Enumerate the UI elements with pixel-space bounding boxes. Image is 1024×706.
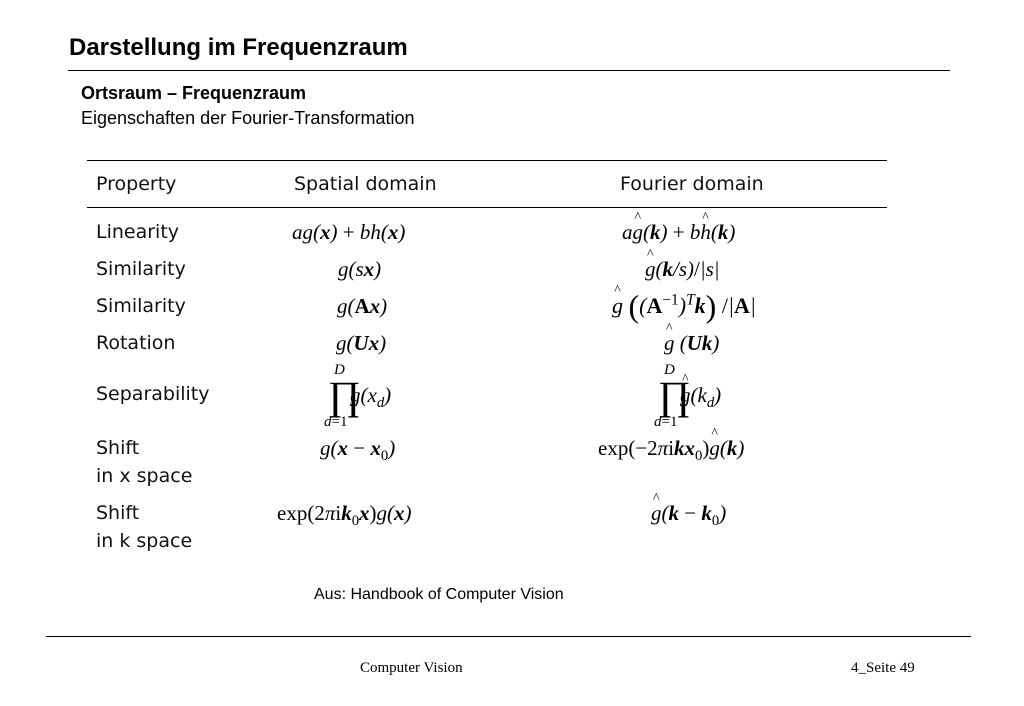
page-title: Darstellung im Frequenzraum xyxy=(69,34,408,61)
section-title: Ortsraum – Frequenzraum xyxy=(81,83,307,103)
footer-course-name: Computer Vision xyxy=(360,660,463,676)
row-shift-k-property: Shift xyxy=(96,502,140,524)
row-similarity-matrix-spatial: g(Ax) xyxy=(337,294,388,318)
row-similarity-matrix-fourier: g ((A−1)Tk) /|A| xyxy=(612,290,756,322)
row-linearity-spatial: ag(x) + bh(x) xyxy=(292,220,406,244)
row-similarity-fourier: g(k/s)/|s| xyxy=(645,259,720,280)
title-divider xyxy=(68,70,950,71)
row-shift-x-spatial: g(x − x0) xyxy=(320,436,396,465)
table-header-rule xyxy=(87,207,887,208)
row-shift-x-fourier: exp(−2πikx0)g(k) xyxy=(598,438,744,464)
row-shift-x-property-line2: in x space xyxy=(96,465,193,487)
row-shift-k-fourier: g(k − k0) xyxy=(651,503,726,529)
row-similarity-spatial: g(sx) xyxy=(338,257,382,281)
row-separability-property: Separability xyxy=(96,383,210,405)
table-top-rule xyxy=(87,160,887,161)
row-linearity-fourier: ag(k) + bh(k) xyxy=(622,222,735,243)
row-shift-x-property: Shift xyxy=(96,437,140,459)
row-rotation-property: Rotation xyxy=(96,332,176,354)
header-spatial-domain: Spatial domain xyxy=(294,173,437,195)
header-property: Property xyxy=(96,173,177,195)
row-linearity-property: Linearity xyxy=(96,221,180,243)
footer-page-number: 4_Seite 49 xyxy=(851,660,915,676)
source-caption: Aus: Handbook of Computer Vision xyxy=(314,586,564,603)
header-fourier-domain: Fourier domain xyxy=(620,173,764,195)
section-subtitle: Eigenschaften der Fourier-Transformation xyxy=(81,108,415,128)
row-similarity-property: Similarity xyxy=(96,258,186,280)
row-similarity-matrix-property: Similarity xyxy=(96,295,186,317)
row-rotation-fourier: g (Uk) xyxy=(664,333,719,354)
row-shift-k-spatial: exp(2πik0x)g(x) xyxy=(277,501,412,530)
row-shift-k-property-line2: in k space xyxy=(96,530,193,552)
footer-divider xyxy=(46,636,971,637)
row-rotation-spatial: g(Ux) xyxy=(336,331,387,355)
